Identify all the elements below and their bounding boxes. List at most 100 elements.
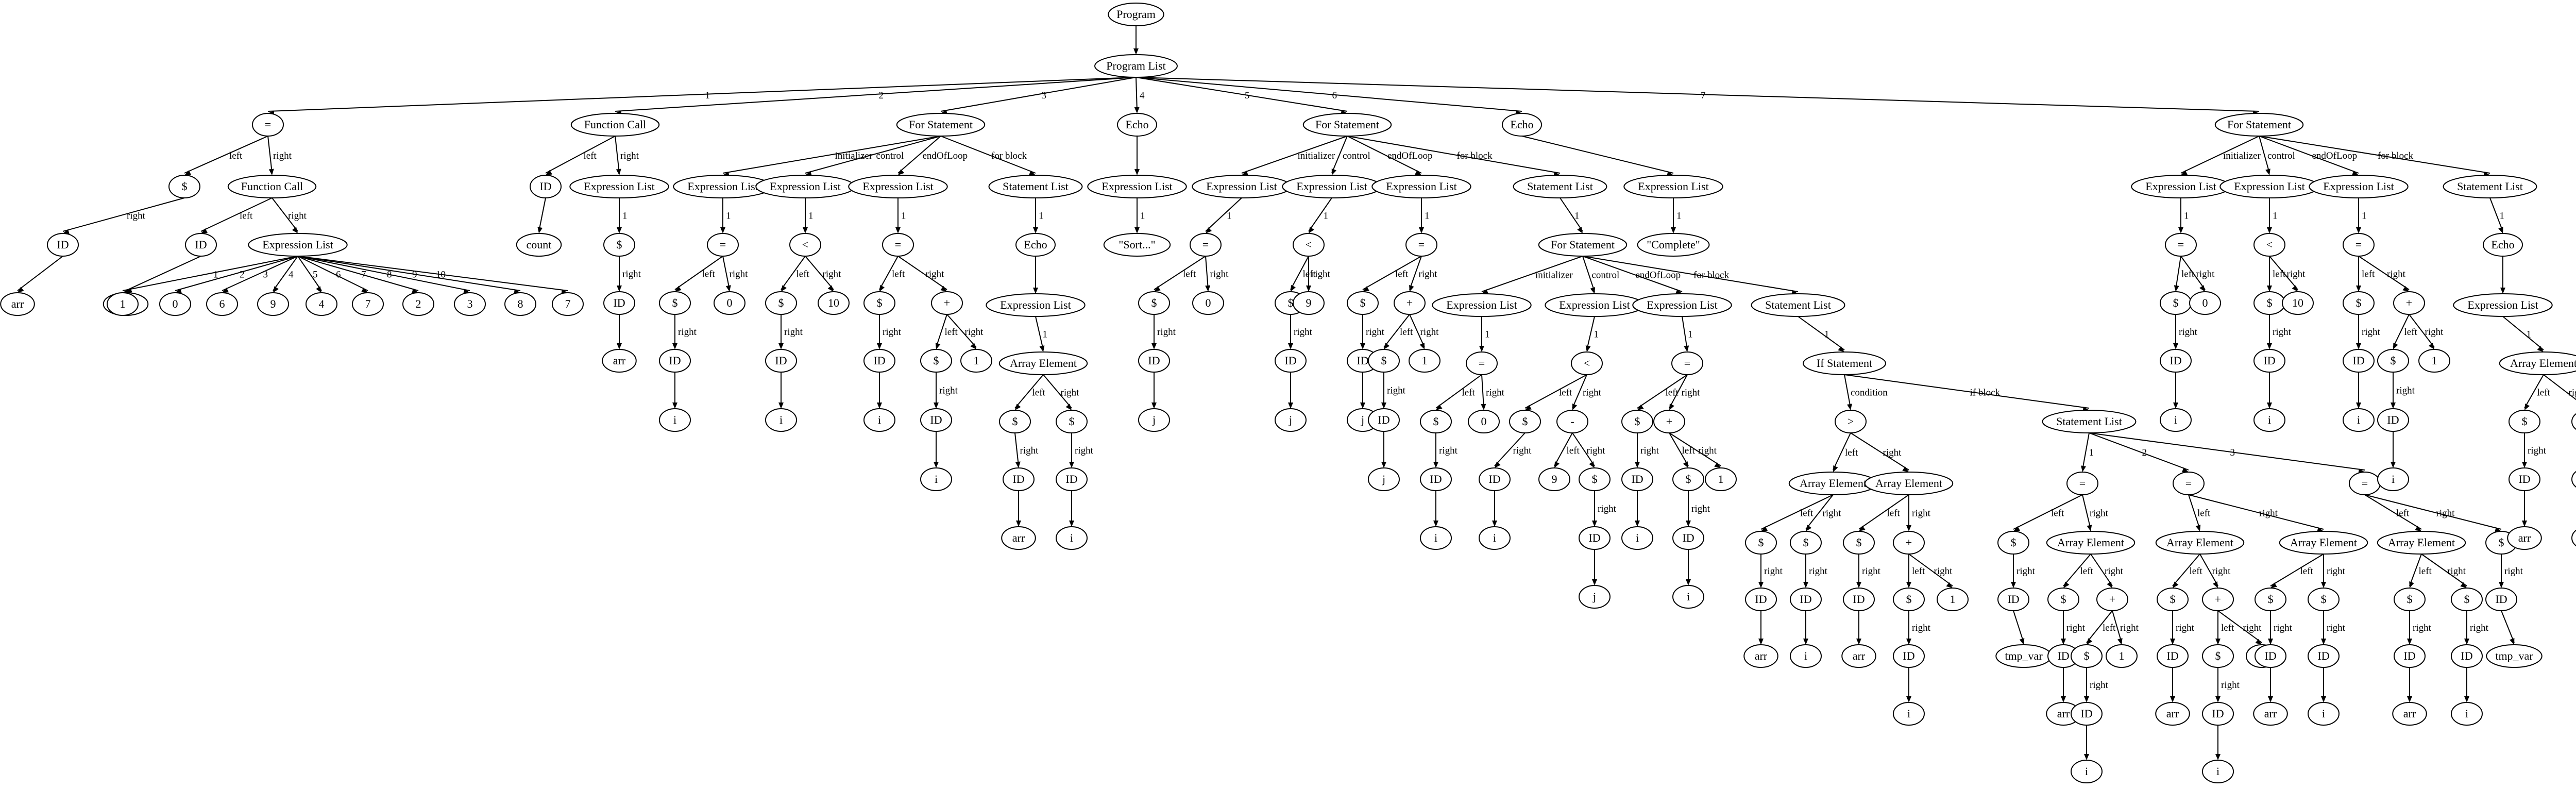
node-ellipse xyxy=(2451,588,2483,611)
tree-node-n162: ID xyxy=(2308,644,2340,668)
edge-n104-n105 xyxy=(1682,316,1688,350)
node-ellipse xyxy=(2173,472,2205,495)
edge-label-n65: 1 xyxy=(1227,211,1232,222)
edge-n1-n2 xyxy=(267,77,1137,112)
node-ellipse xyxy=(2443,175,2537,198)
node-label: 0 xyxy=(173,297,178,310)
edge-label-n159: right xyxy=(2274,623,2293,633)
edge-n1-n178 xyxy=(1136,77,2260,112)
node-label: Expression List xyxy=(687,180,758,193)
node-label: ID xyxy=(873,354,885,367)
edge-label-n190: right xyxy=(2287,269,2306,280)
arrowhead-n110 xyxy=(1683,461,1688,468)
tree-node-n125: $ xyxy=(1843,531,1875,555)
tree-node-n186: < xyxy=(2253,233,2285,257)
arrowhead-n104 xyxy=(1675,289,1682,294)
tree-node-n160: arr xyxy=(2253,702,2288,726)
node-label: Statement List xyxy=(1765,298,1831,311)
edge-label-n167: right xyxy=(2413,623,2432,633)
node-ellipse xyxy=(1893,588,1925,611)
node-label: 7 xyxy=(565,297,571,310)
tree-node-n38: i xyxy=(765,408,797,432)
tree-node-n102: ID xyxy=(1579,526,1611,550)
arrowhead-n165 xyxy=(2415,526,2421,531)
tree-node-n36: $ xyxy=(765,291,797,315)
node-ellipse xyxy=(920,408,952,432)
tree-node-n161: $ xyxy=(2308,588,2340,611)
edge-n105-n109 xyxy=(1669,374,1688,409)
arrowhead-n179 xyxy=(2181,170,2188,175)
tree-node-n35: < xyxy=(789,233,821,257)
edge-n204-n208 xyxy=(2543,374,2576,400)
edge-label-n192: 1 xyxy=(2362,211,2367,222)
arrowhead-n205 xyxy=(2524,404,2530,410)
edge-n45-n46 xyxy=(936,314,947,348)
arrowhead-n33 xyxy=(725,285,731,292)
node-label: Echo xyxy=(1125,118,1148,131)
arrowhead-n147 xyxy=(2182,467,2189,473)
arrowhead-n107 xyxy=(1635,462,1640,468)
node-ellipse xyxy=(454,292,486,316)
node-ellipse xyxy=(402,292,434,316)
edge-n87-n104 xyxy=(1582,256,1683,292)
arrowhead-n207 xyxy=(2522,521,2527,527)
edge-label-n58: right xyxy=(1075,445,1094,456)
node-ellipse xyxy=(306,292,337,316)
node-label: = xyxy=(2185,477,2192,490)
node-label: ID xyxy=(2352,354,2364,367)
arrowhead-n57 xyxy=(1065,404,1072,410)
arrowhead-n144 xyxy=(2084,696,2089,702)
node-ellipse xyxy=(789,233,821,257)
edge-n115-n116 xyxy=(1844,374,1851,409)
node-ellipse xyxy=(2343,233,2375,257)
edge-label-n157: right xyxy=(2259,508,2278,519)
node-ellipse xyxy=(1743,644,1778,668)
node-ellipse xyxy=(2042,410,2137,433)
node-label: ID xyxy=(1357,354,1368,367)
arrowhead-n160 xyxy=(2268,696,2273,702)
node-label: $ xyxy=(2170,593,2176,606)
tree-node-n48: i xyxy=(920,467,952,491)
tree-node-n51: Echo xyxy=(1015,233,1056,257)
edge-label-n29: 1 xyxy=(726,211,731,222)
node-label: i xyxy=(1493,531,1496,544)
node-ellipse xyxy=(1637,233,1710,257)
node-label: $ xyxy=(1856,536,1862,549)
node-ellipse xyxy=(1394,291,1426,315)
arrowhead-n199 xyxy=(2391,462,2396,468)
arrowhead-n62 xyxy=(1134,227,1140,233)
node-label: 2 xyxy=(416,297,421,310)
arrowhead-n139 xyxy=(2063,581,2070,588)
node-ellipse xyxy=(1117,113,1157,137)
node-ellipse xyxy=(1835,410,1867,433)
node-label: < xyxy=(802,238,808,251)
node-label: Expression List xyxy=(2145,180,2216,193)
tree-node-n163: i xyxy=(2308,702,2340,726)
tree-node-n86: Statement List xyxy=(1513,175,1607,198)
edge-n35-n36 xyxy=(781,256,806,290)
arrowhead-n197 xyxy=(2393,343,2398,349)
arrowhead-n67 xyxy=(1151,343,1157,349)
edge-label-n43: right xyxy=(883,327,902,338)
node-ellipse xyxy=(1893,702,1925,726)
node-ellipse xyxy=(863,408,895,432)
edge-n65-n69 xyxy=(1205,256,1209,290)
tree-node-n153: $ xyxy=(2202,644,2234,668)
tree-node-n67: ID xyxy=(1138,349,1170,373)
node-label: - xyxy=(1570,415,1574,428)
tree-node-n177: "Complete" xyxy=(1637,233,1710,257)
node-ellipse xyxy=(552,292,584,316)
node-label: $ xyxy=(2215,649,2221,662)
node-ellipse xyxy=(2451,644,2483,668)
arrowhead-n188 xyxy=(2267,343,2272,349)
edge-label-n9: right xyxy=(288,211,307,222)
edge-n138-n139 xyxy=(2063,554,2091,586)
edge-n9-n12 xyxy=(222,256,298,291)
tree-node-n165: Array Element xyxy=(2377,531,2466,555)
node-ellipse xyxy=(603,233,635,257)
arrowhead-n71 xyxy=(1309,227,1314,233)
node-label: 7 xyxy=(365,297,371,310)
arrowhead-n154 xyxy=(2215,696,2221,702)
arrowhead-n192 xyxy=(2356,227,2361,233)
